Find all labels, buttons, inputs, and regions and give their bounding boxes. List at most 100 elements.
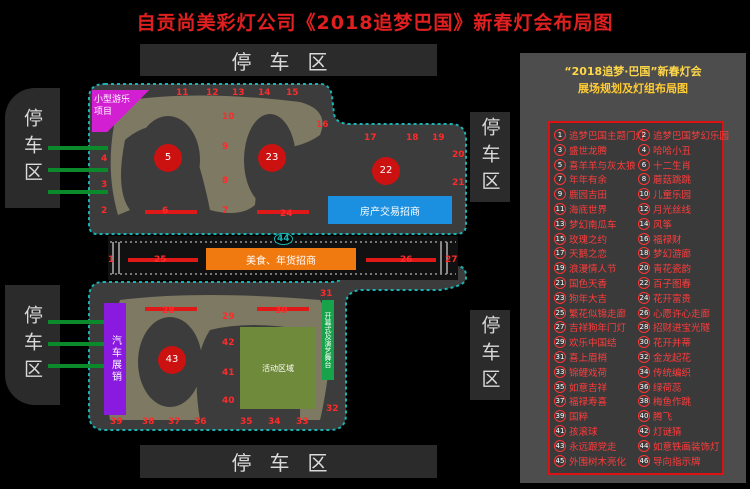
parking-top-label: 停车区 — [231, 49, 346, 74]
legend-item-number: 24 — [638, 291, 650, 304]
lamp-40: 40 — [222, 396, 235, 406]
legend-item-number: 11 — [554, 203, 566, 215]
legend-item-label: 金龙起花 — [653, 353, 692, 364]
legend-item-label: 十二生肖 — [653, 160, 692, 172]
legend-item-number: 37 — [554, 395, 566, 408]
legend-item-label: 青花瓷韵 — [653, 264, 692, 276]
legend-item-label: 欢乐中国结 — [569, 338, 617, 350]
lamp-bar — [366, 258, 436, 262]
legend-item-label: 繁花似锦走廊 — [569, 308, 627, 320]
lamp-9: 9 — [222, 142, 229, 152]
legend-item-label: 月光丝线 — [653, 205, 692, 216]
legend-item-number: 27 — [554, 321, 566, 334]
lamp-39: 39 — [110, 417, 123, 427]
legend-item-label: 狗年大吉 — [569, 293, 608, 305]
legend-item-label: 蘑菇跳跳 — [653, 175, 692, 187]
legend-item-label: 追梦巴国主题门灯 — [569, 131, 646, 142]
lamp-41: 41 — [222, 368, 235, 378]
legend-item-label: 天鹅之恋 — [569, 249, 608, 261]
legend-item-number: 20 — [638, 262, 650, 275]
legend-item-number: 46 — [638, 454, 650, 467]
legend-item-number: 26 — [638, 306, 650, 319]
legend-item-number: 9 — [554, 188, 566, 201]
lamp-42: 42 — [222, 338, 235, 348]
lamp-1: 1 — [108, 255, 115, 265]
legend-item-number: 1 — [554, 129, 566, 141]
car-zone: 汽车展销 — [104, 303, 126, 415]
lamp-38: 38 — [142, 417, 155, 427]
lamp-3: 3 — [101, 180, 108, 190]
legend-item-label: 国色天香 — [569, 279, 608, 290]
lamp-26: 26 — [400, 255, 413, 265]
lamp-37: 37 — [168, 417, 181, 427]
legend-item-label: 浪漫情人节 — [569, 264, 617, 276]
legend-item-label: 国粹 — [569, 412, 589, 424]
kids-zone: 小型游乐项目 — [92, 90, 164, 132]
legend-item-label: 腾飞 — [653, 412, 673, 424]
legend-item-label: 风筝 — [653, 219, 673, 231]
legend-item-number: 2 — [638, 129, 650, 141]
lamp-bar — [145, 307, 197, 311]
legend-item-label: 百子图春 — [653, 279, 692, 290]
legend-item-label: 梦幻南瓜车 — [569, 219, 617, 231]
legend-item-label: 梦幻游廊 — [653, 249, 692, 261]
lamp-35: 35 — [240, 417, 253, 427]
legend-item-number: 13 — [554, 217, 566, 230]
lamp-36: 36 — [194, 417, 207, 427]
legend-item-number: 25 — [554, 306, 566, 319]
legend-item-number: 16 — [638, 232, 650, 245]
legend-item-number: 3 — [554, 143, 566, 156]
legend-item-label: 鹿园吉田 — [569, 190, 608, 202]
lamp-22-label: 22 — [379, 165, 393, 176]
lamp-14: 14 — [258, 88, 271, 98]
lamp-10: 10 — [222, 112, 235, 122]
lamp-44: 44 — [274, 233, 293, 245]
legend-item-number: 15 — [554, 232, 566, 245]
lamp-43: 43 — [158, 346, 186, 374]
legend-item-label: 花开并蒂 — [653, 338, 692, 350]
lamp-11: 11 — [176, 88, 189, 98]
legend-item-label: 梅鱼作跳 — [653, 397, 692, 409]
legend-item-number: 19 — [554, 262, 566, 275]
legend-item-label: 福禄寿喜 — [569, 397, 608, 409]
legend-item-label: 喜羊羊与灰太狼 — [569, 160, 636, 172]
lamp-33: 33 — [296, 417, 309, 427]
lamp-5-label: 5 — [164, 152, 172, 163]
lamp-5: 5 — [154, 144, 182, 172]
food-zone-label: 美食、年货招商 — [246, 255, 316, 267]
legend-item-number: 23 — [554, 291, 566, 304]
legend-item-number: 31 — [554, 351, 566, 363]
legend-item-label: 吉祥狗年门灯 — [569, 323, 627, 335]
lamp-bar — [128, 258, 198, 262]
lamp-17: 17 — [364, 133, 377, 143]
lamp-24: 24 — [280, 209, 293, 219]
lamp-32: 32 — [326, 404, 339, 414]
legend-item-number: 30 — [638, 336, 650, 349]
legend-item-number: 39 — [554, 410, 566, 423]
lamp-6: 6 — [162, 206, 169, 216]
